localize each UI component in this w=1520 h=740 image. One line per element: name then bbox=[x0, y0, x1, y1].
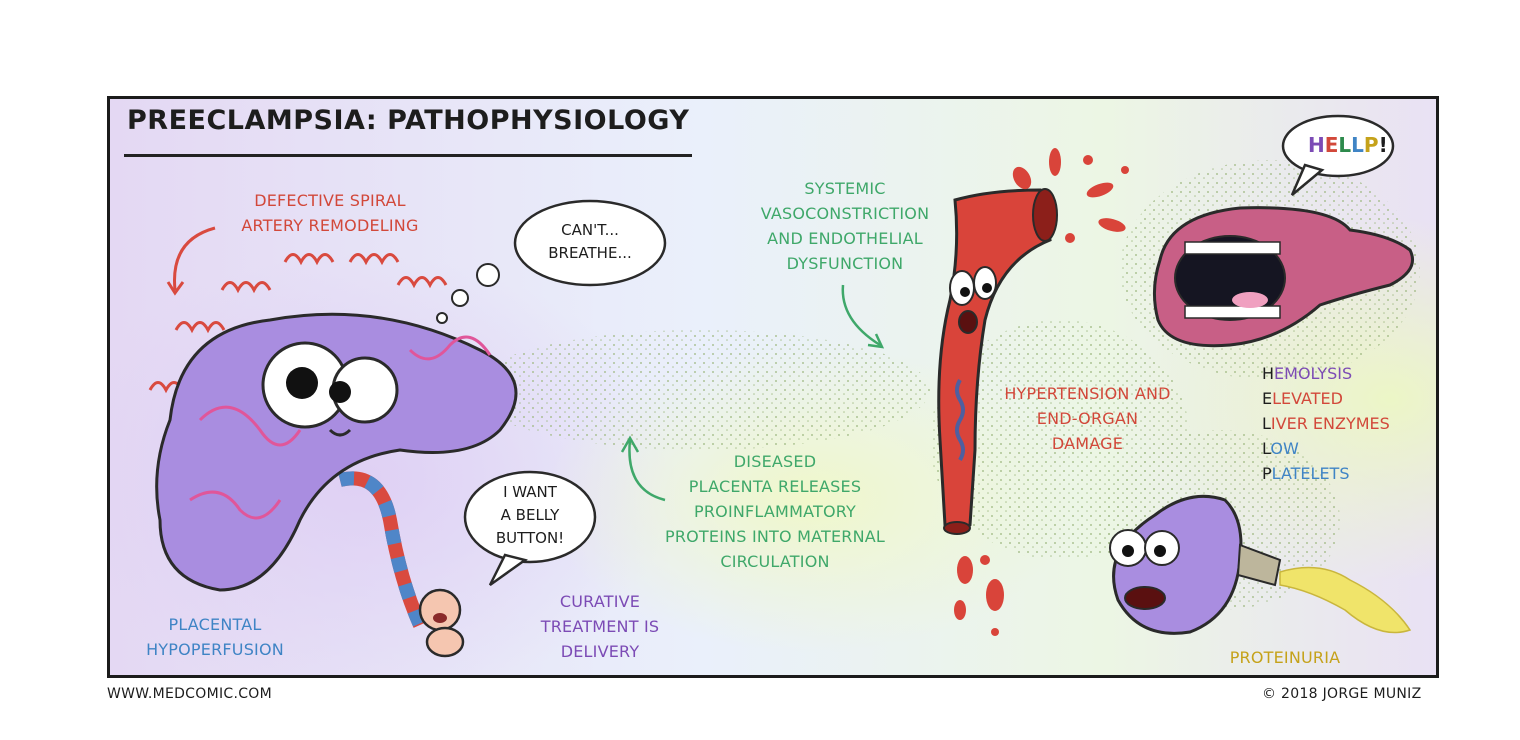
umbilical-cord bbox=[338, 471, 427, 628]
diseased-placenta-line-2: PLACENTA RELEASES bbox=[688, 477, 862, 496]
blood-vessel-character bbox=[937, 188, 1058, 535]
diseased-placenta-line-5: CIRCULATION bbox=[720, 552, 830, 571]
acronym-liver-first: L bbox=[1262, 414, 1271, 433]
acronym-low-first: L bbox=[1262, 439, 1271, 458]
diseased-placenta-line-1: DISEASED bbox=[733, 452, 817, 471]
hellp-letter-l1: L bbox=[1338, 133, 1352, 157]
systemic-line-3: AND ENDOTHELIAL bbox=[767, 229, 923, 248]
acronym-platelets-rest: LATELETS bbox=[1271, 464, 1350, 483]
hellp-bubble bbox=[1281, 114, 1395, 196]
acronym-hemolysis: HEMOLYSIS bbox=[1262, 364, 1352, 383]
diseased-placenta-arrowhead bbox=[620, 435, 640, 453]
baby-character bbox=[418, 588, 465, 658]
hellp-letter-e: E bbox=[1324, 133, 1339, 157]
cant-breathe-text: CAN'T... BREATHE... bbox=[525, 219, 655, 265]
acronym-platelets: PLATELETS bbox=[1262, 464, 1349, 483]
diseased-placenta-label: DISEASED PLACENTA RELEASES PROINFLAMMATO… bbox=[630, 449, 920, 574]
acronym-elevated-first: E bbox=[1262, 389, 1273, 408]
spiral-artery-arrow bbox=[173, 226, 216, 291]
placental-hypoperfusion-line-1: PLACENTAL bbox=[168, 615, 262, 634]
spiral-artery-arrowhead bbox=[166, 281, 185, 296]
placenta-character bbox=[155, 312, 518, 592]
blood-splatter bbox=[954, 148, 1129, 636]
systemic-line-4: DYSFUNCTION bbox=[786, 254, 904, 273]
belly-button-line-3: BUTTON! bbox=[495, 529, 565, 547]
acronym-platelets-first: P bbox=[1262, 464, 1272, 483]
curative-treatment-label: CURATIVE TREATMENT IS DELIVERY bbox=[520, 589, 680, 664]
acronym-low: LOW bbox=[1262, 439, 1299, 458]
spiral-artery-line-1: DEFECTIVE SPIRAL bbox=[254, 191, 406, 210]
hellp-bubble-text: HELLP! bbox=[1308, 133, 1388, 157]
spiral-artery-label: DEFECTIVE SPIRAL ARTERY REMODELING bbox=[210, 188, 450, 238]
placental-hypoperfusion-label: PLACENTAL HYPOPERFUSION bbox=[125, 612, 305, 662]
hypertension-line-1: HYPERTENSION AND bbox=[1004, 384, 1171, 403]
acronym-low-rest: OW bbox=[1270, 439, 1299, 458]
systemic-arrow bbox=[841, 284, 881, 347]
acronym-liver-rest: IVER ENZYMES bbox=[1270, 414, 1390, 433]
liver-character bbox=[1153, 206, 1414, 348]
systemic-line-2: VASOCONSTRICTION bbox=[760, 204, 930, 223]
hellp-letter-h: H bbox=[1308, 133, 1325, 157]
kidney-character bbox=[1109, 494, 1282, 635]
title-underline bbox=[124, 154, 692, 157]
hypertension-line-2: END-ORGAN bbox=[1036, 409, 1139, 428]
diseased-placenta-arrow bbox=[628, 439, 666, 502]
cant-breathe-bubble bbox=[513, 199, 667, 287]
urine-stream bbox=[1279, 566, 1412, 634]
acronym-hemolysis-first: H bbox=[1262, 364, 1275, 383]
systemic-arrowhead bbox=[867, 333, 885, 349]
proteinuria-label: PROTEINURIA bbox=[1229, 648, 1341, 667]
systemic-vasoconstriction-label: SYSTEMIC VASOCONSTRICTION AND ENDOTHELIA… bbox=[740, 176, 950, 276]
hellp-letter-exclaim: ! bbox=[1378, 133, 1388, 157]
cant-breathe-line-1: CAN'T... bbox=[561, 221, 619, 239]
spiral-artery-coils bbox=[148, 253, 448, 394]
curative-line-1: CURATIVE bbox=[559, 592, 641, 611]
curative-line-3: DELIVERY bbox=[560, 642, 640, 661]
thought-bubble-dots bbox=[436, 263, 500, 324]
placental-hypoperfusion-line-2: HYPOPERFUSION bbox=[146, 640, 284, 659]
belly-button-line-1: I WANT bbox=[503, 483, 557, 501]
hypertension-label: HYPERTENSION AND END-ORGAN DAMAGE bbox=[985, 381, 1190, 456]
hellp-letter-l2: L bbox=[1351, 133, 1364, 157]
diseased-placenta-line-3: PROINFLAMMATORY bbox=[693, 502, 857, 521]
belly-button-bubble bbox=[463, 470, 597, 587]
systemic-line-1: SYSTEMIC bbox=[804, 179, 886, 198]
diseased-placenta-line-4: PROTEINS INTO MATERNAL bbox=[664, 527, 886, 546]
curative-line-2: TREATMENT IS bbox=[540, 617, 660, 636]
belly-button-text: I WANT A BELLY BUTTON! bbox=[470, 481, 590, 550]
acronym-elevated-rest: LEVATED bbox=[1272, 389, 1343, 408]
hellp-letter-p: P bbox=[1363, 133, 1379, 157]
acronym-hemolysis-rest: EMOLYSIS bbox=[1274, 364, 1353, 383]
belly-button-line-2: A BELLY bbox=[500, 506, 560, 524]
cant-breathe-line-2: BREATHE... bbox=[548, 244, 632, 262]
acronym-elevated: ELEVATED bbox=[1262, 389, 1343, 408]
footer-copyright: © 2018 JORGE MUNIZ bbox=[1262, 686, 1422, 702]
page-title: PREECLAMPSIA: PATHOPHYSIOLOGY bbox=[127, 105, 690, 136]
hypertension-line-3: DAMAGE bbox=[1051, 434, 1124, 453]
acronym-liver-enzymes: LIVER ENZYMES bbox=[1262, 414, 1390, 433]
spiral-artery-line-2: ARTERY REMODELING bbox=[241, 216, 419, 235]
footer-website: WWW.MEDCOMIC.COM bbox=[107, 686, 272, 702]
